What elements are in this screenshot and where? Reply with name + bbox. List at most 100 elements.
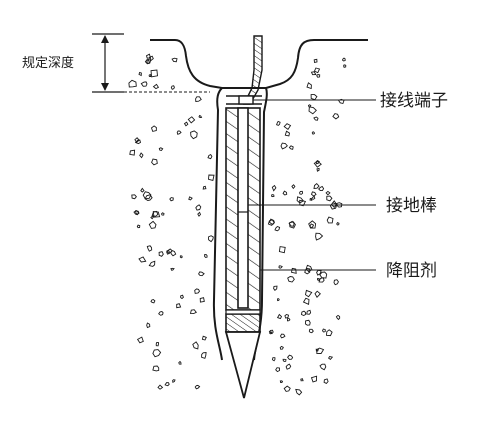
soil-speckle [194,384,201,390]
soil-speckle [201,335,207,341]
soil-speckle [176,130,182,135]
soil-speckle [318,185,325,192]
soil-speckle [325,190,331,196]
soil-speckle [311,131,315,135]
soil-speckle [313,182,320,190]
soil-speckle [310,191,317,197]
soil-speckle [183,121,189,127]
terminal-label: 接线端子 [380,91,448,111]
soil-speckle [146,322,151,329]
soil-speckle [326,329,333,337]
soil-speckle [136,336,144,344]
soil-speckle [271,357,276,362]
soil-speckle [273,285,278,291]
soil-speckle [343,64,347,68]
soil-speckle [308,106,317,115]
soil-speckle [304,319,311,326]
soil-speckle [336,202,343,208]
soil-speckle [150,215,154,220]
soil-speckle [287,354,294,360]
soil-speckle [316,269,322,276]
soil-speckle [329,202,338,210]
soil-speckle [278,265,283,269]
soil-speckle [160,212,165,216]
soil-speckle [195,204,202,211]
soil-speckle [166,249,170,255]
soil-speckle [326,216,334,224]
soil-speckle [287,276,295,283]
soil-speckle [142,191,152,200]
soil-speckle [332,113,340,120]
soil-speckle [152,83,160,90]
soil-speckle [198,114,203,118]
soil-speckle [284,313,290,319]
soil-speckle [152,210,161,218]
soil-speckle [314,290,321,298]
soil-speckle [198,271,205,277]
soil-speckle [280,142,288,150]
soil-speckle [187,116,196,124]
soil-speckle [150,298,156,304]
soil-speckle [302,297,310,305]
soil-speckle [151,158,158,166]
soil-speckle [158,147,164,152]
soil-speckle [278,246,286,254]
soil-speckle [144,194,153,201]
soil-speckle [138,256,147,263]
soil-speckle [169,197,174,202]
soil-speckle [152,349,162,358]
soil-speckle [158,311,164,316]
soil-speckle [308,328,314,334]
soil-speckle [133,210,140,216]
soil-speckle [271,184,277,192]
soil-speckle [172,379,176,383]
soil-speckle [326,195,333,202]
soil-speckle [279,380,284,383]
soil-speckle [295,388,303,396]
soil-speckle [150,125,157,132]
soil-speckle [274,225,281,232]
rod-collar [225,313,261,333]
soil-speckle [131,194,137,200]
soil-speckle [313,116,319,121]
lead-wire [242,35,263,105]
soil-speckle [189,309,198,315]
terminal-clamp [238,95,254,105]
soil-speckle [333,279,339,286]
soil-speckle [310,375,318,383]
soil-speckle [316,167,320,172]
soil-speckle [138,71,142,77]
soil-speckle [304,289,313,298]
soil-speckle [323,378,329,384]
soil-speckle [276,120,281,126]
soil-speckle [271,194,275,198]
soil-speckle [300,310,306,317]
soil-speckle [282,358,287,362]
soil-speckle [201,351,207,359]
soil-speckle [140,81,148,87]
soil-speckle [148,73,152,77]
soil-speckle [283,385,291,392]
soil-speckle [158,251,164,257]
grounding-rod [237,107,249,309]
soil-speckle [276,313,283,320]
soil-speckle [299,190,304,195]
soil-speckle [207,154,213,160]
soil-speckle [170,85,175,90]
soil-speckle [313,58,318,64]
soil-speckle [152,365,160,372]
soil-speckle [300,378,304,382]
soil-speckle [199,297,205,303]
soil-speckle [313,67,321,74]
soil-speckle [327,355,334,361]
soil-speckle [313,160,322,168]
soil-speckle [275,367,280,373]
soil-speckle [319,363,327,371]
soil-speckle [318,277,325,283]
soil-speckle [310,71,317,76]
soil-speckle [336,222,340,226]
soil-speckles [128,53,347,396]
soil-speckle [171,57,178,63]
ground-surface-line [150,39,368,89]
soil-speckle [277,298,280,302]
